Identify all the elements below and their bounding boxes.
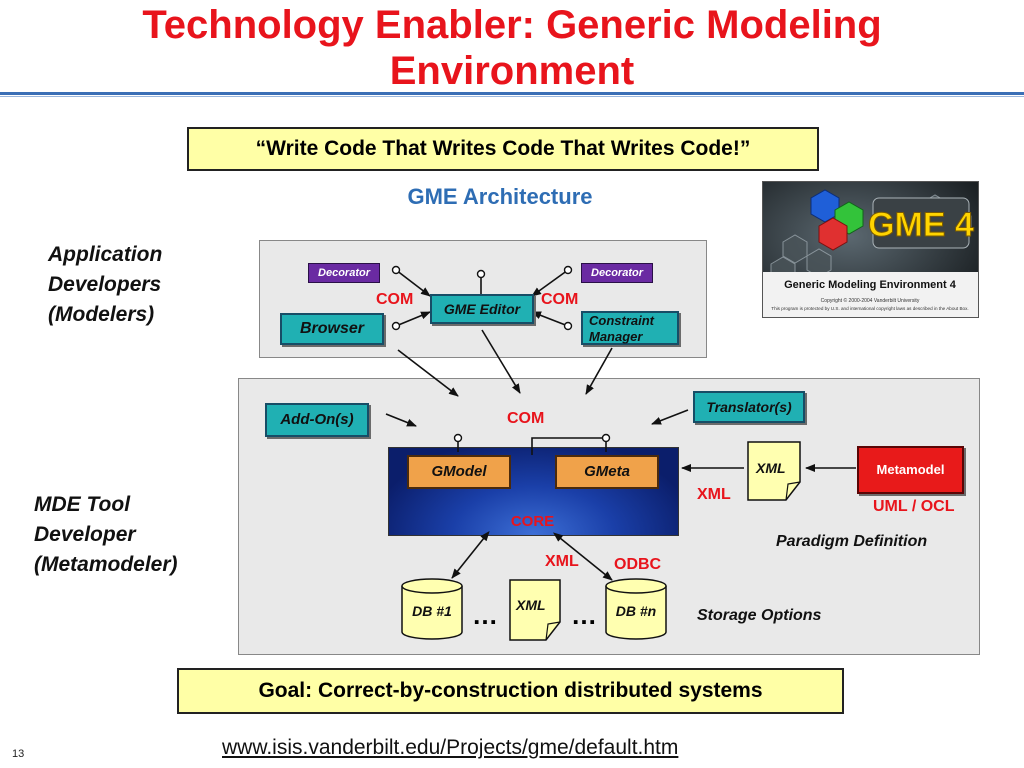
pin-circle [391,321,401,331]
arrow-constraint-core [585,347,613,395]
xml-storage-document-fold [545,621,561,641]
gmeta-box: GMeta [555,455,659,489]
arrow-translators-core [651,409,689,425]
storage-options-label: Storage Options [697,607,822,624]
ellipsis-right: … [571,600,597,630]
paradigm-definition-label: Paradigm Definition [776,533,928,550]
com-label-right: COM [541,291,579,308]
xml-document-label: XML [756,460,786,476]
core-label: CORE [510,513,555,530]
quote-box: “Write Code That Writes Code That Writes… [187,127,819,171]
reference-link[interactable]: www.isis.vanderbilt.edu/Projects/gme/def… [222,736,679,759]
gme4-badge-text: GME 4 [868,206,974,244]
db1-label: DB #1 [412,603,452,619]
title-divider-thin [0,96,1024,97]
arrow-browser-core [397,349,459,397]
pin-circle [601,433,611,443]
pin-circle [476,269,486,279]
gme4-notice-text: This program is protected by U.S. and in… [771,306,968,311]
db1-cylinder [401,578,463,640]
gme-editor-box: GME Editor [430,294,534,324]
role-line: Application [48,243,163,266]
browser-box: Browser [280,313,384,345]
constraint-manager-line: Constraint [589,313,654,328]
uml-ocl-label: UML / OCL [873,498,955,515]
title-divider [0,92,1024,95]
com-label-core: COM [507,410,545,427]
gmodel-box: GModel [407,455,511,489]
connector-decorator-left [395,269,431,297]
constraint-manager-line: Manager [589,329,643,344]
role-line: Developers [48,273,162,296]
gme4-splash-graphic: GME 4 Generic Modeling Environment 4 Cop… [763,182,978,317]
diagram-title: GME Architecture [407,184,593,209]
arrow-core-dbn [552,532,613,581]
ellipsis-left: … [472,600,498,630]
gme4-splash-logo: GME 4 Generic Modeling Environment 4 Cop… [762,181,979,318]
connector-constraint [531,311,569,327]
com-label-left: COM [376,291,414,308]
role-line: Developer [34,523,136,546]
xml-document-icon [747,441,801,501]
goal-box: Goal: Correct-by-construction distribute… [177,668,844,714]
xml-storage-label: XML [516,597,546,613]
page-number: 13 [12,748,25,760]
pin-circle [391,265,401,275]
role-line: MDE Tool [34,493,131,516]
role-line: (Modelers) [48,303,155,326]
dbn-label: DB #n [615,603,657,619]
slide-title-line2: Environment [389,49,635,93]
connector-decorator-right [531,269,569,297]
role-line: (Metamodeler) [34,553,178,576]
slide-title: Technology Enabler: Generic Modeling Env… [0,2,1024,94]
gme4-name-text: Generic Modeling Environment 4 [784,279,957,291]
role-application-developers: Application Developers (Modelers) [48,240,162,330]
dbn-cylinder [605,578,667,640]
arrow-editor-core [481,329,521,394]
pin-circle [563,321,573,331]
core-pin-right [531,437,606,455]
role-mde-tool-developer: MDE Tool Developer (Metamodeler) [34,490,178,580]
pin-circle [563,265,573,275]
pin-circle [453,433,463,443]
arrow-core-db1 [451,530,490,579]
arrow-addons-core [385,413,417,427]
hex-red-icon [818,217,848,251]
decorator-right: Decorator [581,263,653,283]
xml-label-right: XML [697,486,731,503]
xml-document-fold [785,481,801,501]
xml-label-bottom: XML [545,553,579,570]
slide-title-line1: Technology Enabler: Generic Modeling [142,3,882,47]
metamodel-box: Metamodel [857,446,964,494]
constraint-manager-box: Constraint Manager [581,311,679,345]
odbc-label: ODBC [614,556,662,573]
translators-box: Translator(s) [693,391,805,423]
gme4-copyright-text: Copyright © 2000-2004 Vanderbilt Univers… [821,297,920,304]
decorator-left: Decorator [308,263,380,283]
addons-box: Add-On(s) [265,403,369,437]
connector-browser [395,311,431,327]
